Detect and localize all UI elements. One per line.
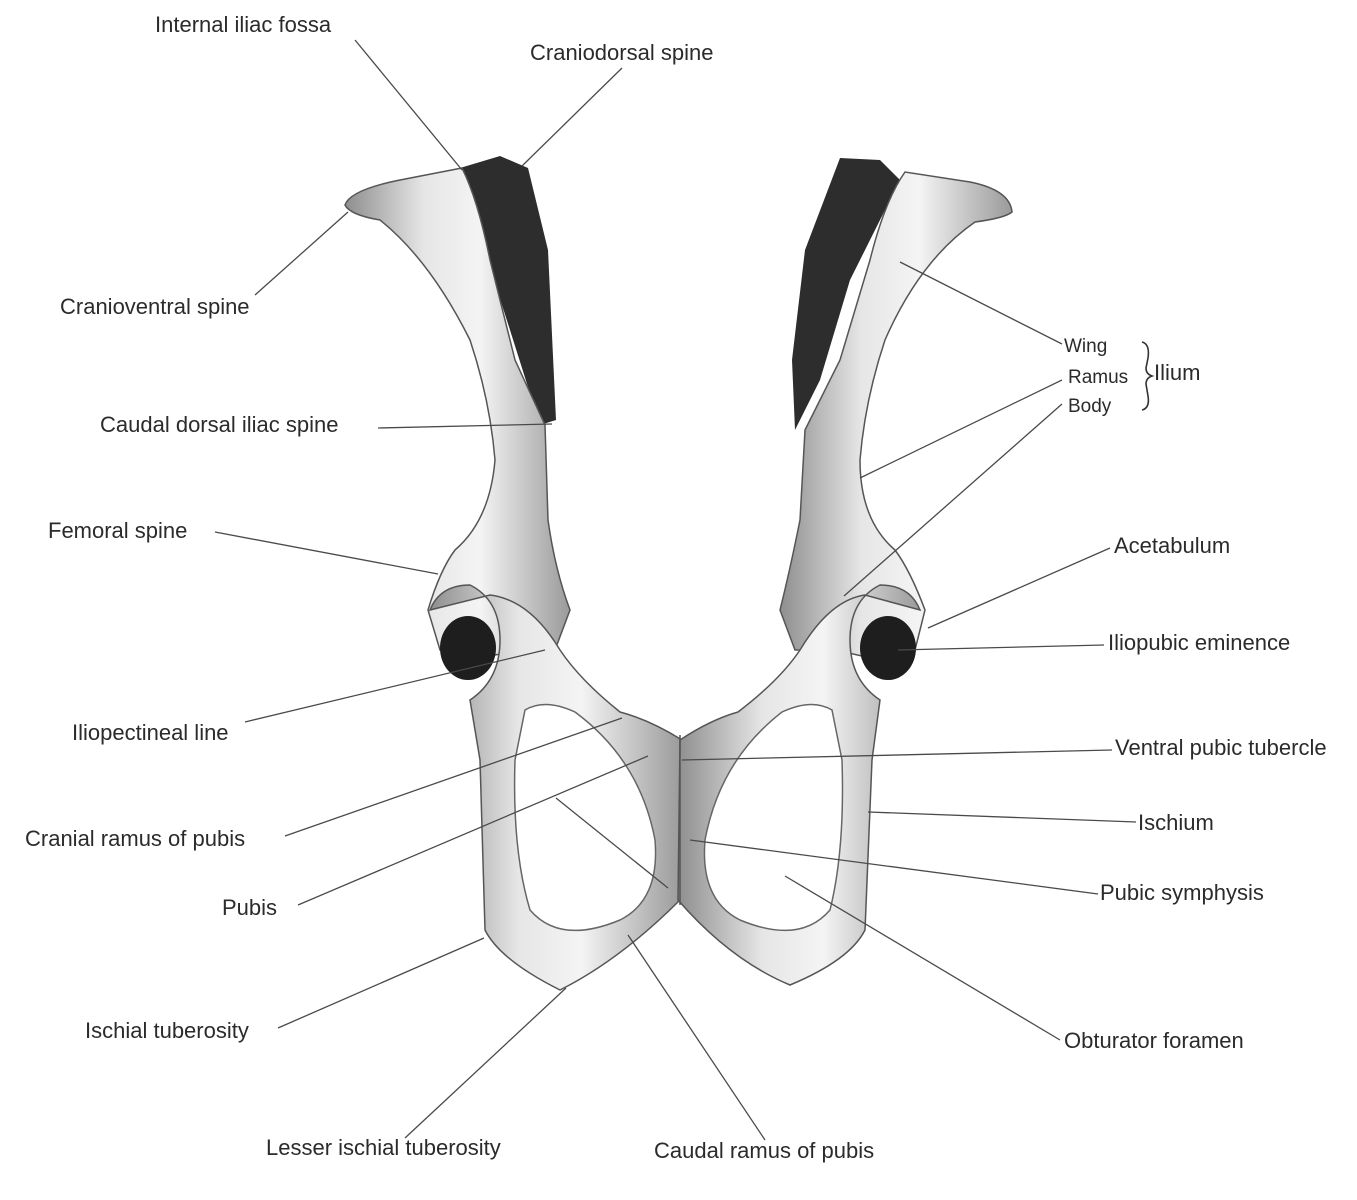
ilium-bracket [1141,341,1155,411]
label-pubis: Pubis [222,895,277,920]
label-femoral-spine: Femoral spine [48,518,187,543]
labels: Internal iliac fossa Craniodorsal spine … [25,12,1327,1163]
label-ventral-pubic-tubercle: Ventral pubic tubercle [1115,735,1327,760]
label-cranial-ramus-of-pubis: Cranial ramus of pubis [25,826,245,851]
label-acetabulum: Acetabulum [1114,533,1230,558]
label-body: Body [1068,396,1112,417]
label-lesser-ischial-tuberosity: Lesser ischial tuberosity [266,1135,501,1160]
label-wing: Wing [1064,336,1107,357]
label-obturator-foramen: Obturator foramen [1064,1028,1244,1053]
label-iliopubic-eminence: Iliopubic eminence [1108,630,1290,655]
label-ramus: Ramus [1068,367,1128,388]
label-craniodorsal-spine: Craniodorsal spine [530,40,713,65]
label-ischial-tuberosity: Ischial tuberosity [85,1018,249,1043]
left-acetabulum-fossa [440,616,496,680]
label-iliopectineal-line: Iliopectineal line [72,720,229,745]
label-ischium: Ischium [1138,810,1214,835]
label-internal-iliac-fossa: Internal iliac fossa [155,12,332,37]
label-pubic-symphysis: Pubic symphysis [1100,880,1264,905]
label-ilium: Ilium [1154,360,1200,385]
label-cranioventral-spine: Cranioventral spine [60,294,250,319]
label-caudal-ramus-of-pubis: Caudal ramus of pubis [654,1138,874,1163]
right-hip-bone [677,158,1013,986]
right-acetabulum-fossa [860,616,916,680]
label-caudal-dorsal-iliac-spine: Caudal dorsal iliac spine [100,412,338,437]
leader-lines [214,39,1137,1141]
left-hip-bone [344,156,683,991]
